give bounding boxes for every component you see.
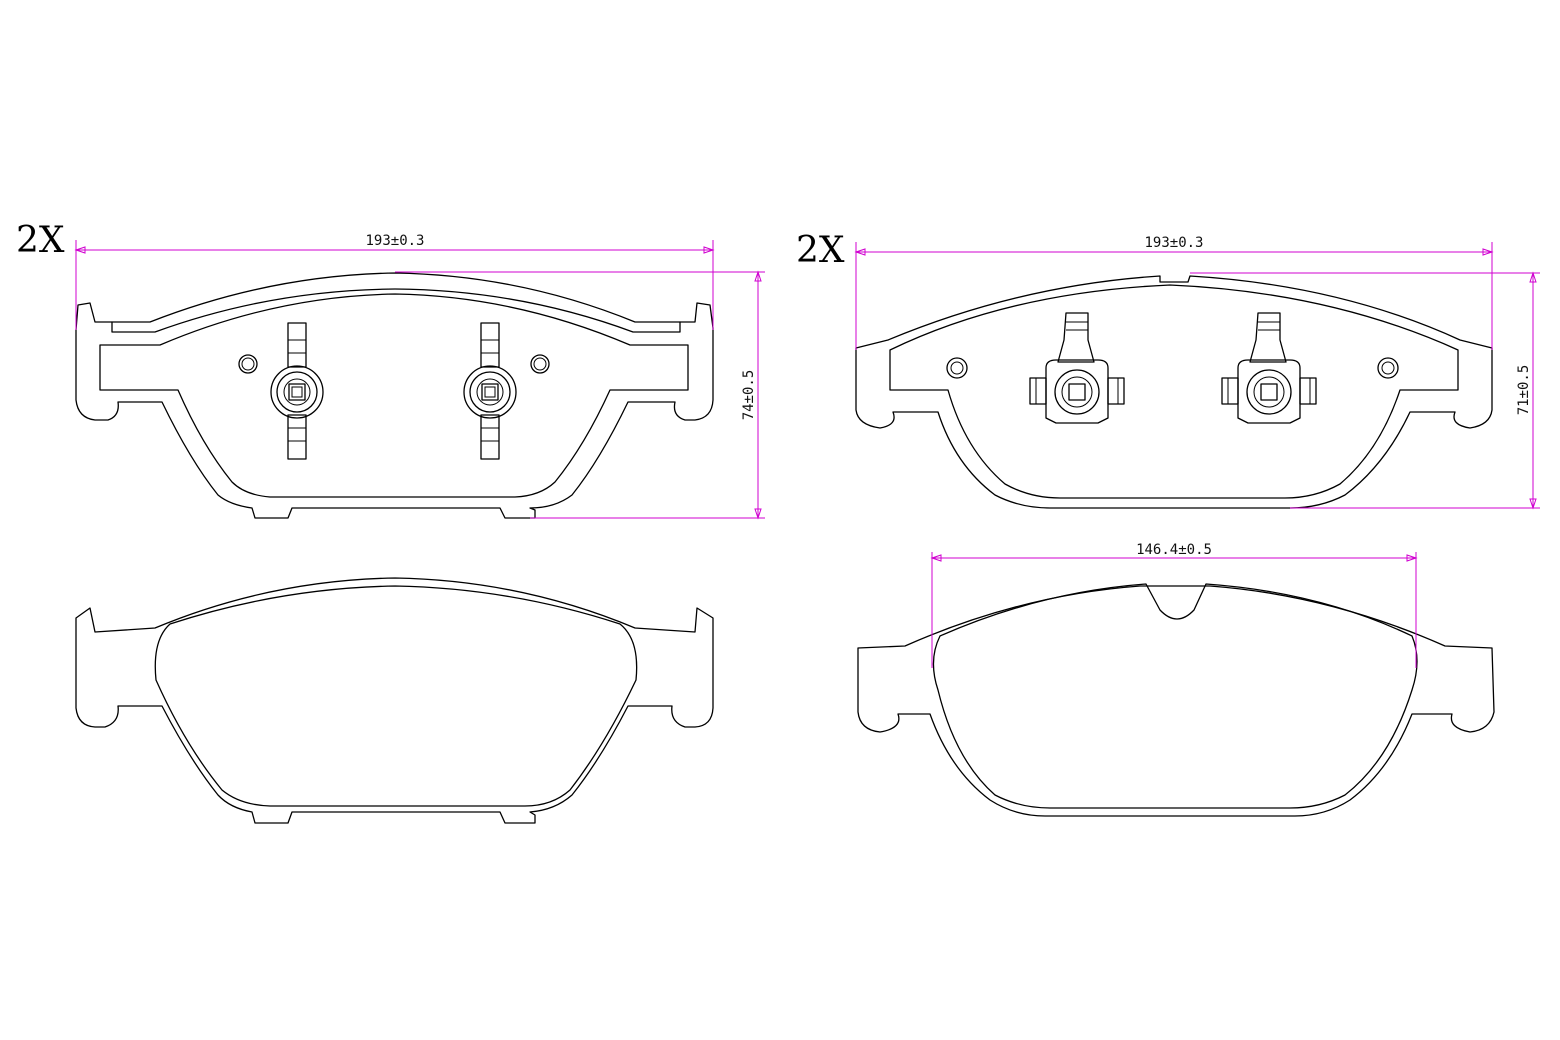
left-backplate-recess <box>99 293 689 498</box>
right-friction-width-dimension-label: 146.4±0.5 <box>1136 542 1212 558</box>
left-pad-backplate-view: 2X <box>16 220 765 520</box>
right-width-dimension: 193±0.3 <box>854 235 1494 350</box>
right-pad-quantity: 2X <box>796 230 845 271</box>
right-height-dimension: 71±0.5 <box>1190 271 1540 510</box>
right-backplate-outline <box>855 275 1493 509</box>
left-backplate-outline <box>75 272 714 519</box>
left-spring-clip-2 <box>463 322 517 460</box>
right-height-dimension-label: 71±0.5 <box>1516 365 1532 416</box>
right-locating-hole-1 <box>946 357 968 379</box>
left-height-dimension-label: 74±0.5 <box>741 370 757 421</box>
left-pad-quantity: 2X <box>16 220 65 261</box>
right-backplate-recess <box>889 284 1459 499</box>
left-width-dimension-label: 193±0.3 <box>365 233 424 249</box>
left-friction-material <box>154 585 638 807</box>
right-friction-width-dimension: 146.4±0.5 <box>930 542 1418 668</box>
left-friction-backplate-outline <box>75 577 714 824</box>
right-spring-clip-2 <box>1221 312 1317 424</box>
left-backplate-ledge <box>111 288 681 333</box>
right-spring-clip-1 <box>1029 312 1125 424</box>
left-locating-hole-2 <box>530 354 550 374</box>
left-height-dimension: 74±0.5 <box>395 270 765 520</box>
right-friction-material <box>932 583 1418 809</box>
right-pad-friction-view: 146.4±0.5 <box>857 542 1495 817</box>
left-locating-hole-1 <box>238 354 258 374</box>
left-width-dimension: 193±0.3 <box>74 233 715 330</box>
right-pad-backplate-view: 2X <box>796 230 1540 510</box>
left-spring-clip-1 <box>270 322 324 460</box>
left-pad-friction-view <box>75 577 714 824</box>
right-locating-hole-2 <box>1377 357 1399 379</box>
right-friction-backplate-outline <box>857 585 1495 817</box>
right-width-dimension-label: 193±0.3 <box>1144 235 1203 251</box>
